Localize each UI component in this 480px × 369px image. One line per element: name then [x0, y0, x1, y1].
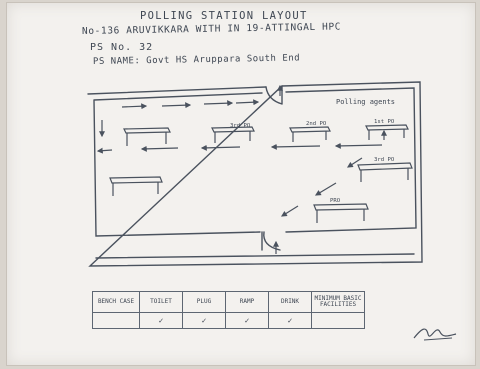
- flow-arrow-1: [121, 103, 148, 110]
- header-bench-case: BENCH CASE: [92, 291, 140, 313]
- table-1st-po: [365, 124, 409, 140]
- value-minimum-basic-facilities: [311, 312, 365, 329]
- table-3rd-po-top: [211, 126, 255, 143]
- table-top-left: [123, 127, 171, 146]
- flow-arrow-4: [235, 99, 260, 106]
- room-outer-wall: [87, 81, 423, 267]
- flow-arrow-3: [203, 100, 234, 107]
- header-toilet: TOILET: [139, 291, 183, 313]
- facilities-table: BENCH CASE TOILET PLUG RAMP DRINK MINIMU…: [92, 291, 365, 329]
- officer-label-3rd-po-right: 3rd PO: [374, 157, 395, 163]
- officer-label-3rd-po: 3rd PO: [230, 123, 251, 129]
- value-ramp: ✓: [225, 312, 269, 329]
- table-2nd-po: [289, 126, 331, 142]
- facilities-header-row: BENCH CASE TOILET PLUG RAMP DRINK MINIMU…: [92, 291, 365, 313]
- table-pro: [313, 203, 369, 223]
- flow-arrow-10: [334, 142, 383, 149]
- corridor-line: [95, 253, 415, 259]
- handwritten-signature: [413, 328, 457, 341]
- flow-arrow-14: [280, 205, 299, 217]
- room-inner-wall: [93, 87, 417, 237]
- value-bench-case: [92, 312, 140, 329]
- facilities-value-row: ✓ ✓ ✓ ✓: [92, 312, 365, 329]
- table-left-mid: [109, 176, 163, 196]
- header-drink: DRINK: [268, 291, 312, 313]
- table-3rd-po-right: [357, 162, 413, 182]
- header-minimum-basic-facilities: MINIMUM BASIC FACILITIES: [311, 291, 365, 313]
- flow-arrow-9: [270, 143, 321, 150]
- officer-label-1st-po: 1st PO: [374, 119, 395, 125]
- value-plug: ✓: [182, 312, 226, 329]
- header-plug: PLUG: [182, 291, 226, 313]
- header-ramp: RAMP: [225, 291, 269, 313]
- flow-arrow-7: [140, 145, 179, 152]
- polling-agents-label: Polling agents: [336, 98, 395, 106]
- value-toilet: ✓: [139, 312, 183, 329]
- flow-arrow-2: [161, 102, 192, 109]
- flow-arrow-13: [346, 157, 363, 168]
- exit-door: [261, 231, 281, 251]
- flow-arrow-8: [200, 144, 241, 151]
- officer-label-2nd-po: 2nd PO: [306, 121, 327, 127]
- value-drink: ✓: [268, 312, 312, 329]
- officer-label-pro: PRO: [330, 198, 341, 204]
- polling-station-number: PS No. 32: [90, 42, 154, 53]
- flow-arrow-12: [314, 182, 337, 196]
- layout-title: POLLING STATION LAYOUT: [140, 10, 308, 22]
- flow-arrow-6: [96, 147, 113, 154]
